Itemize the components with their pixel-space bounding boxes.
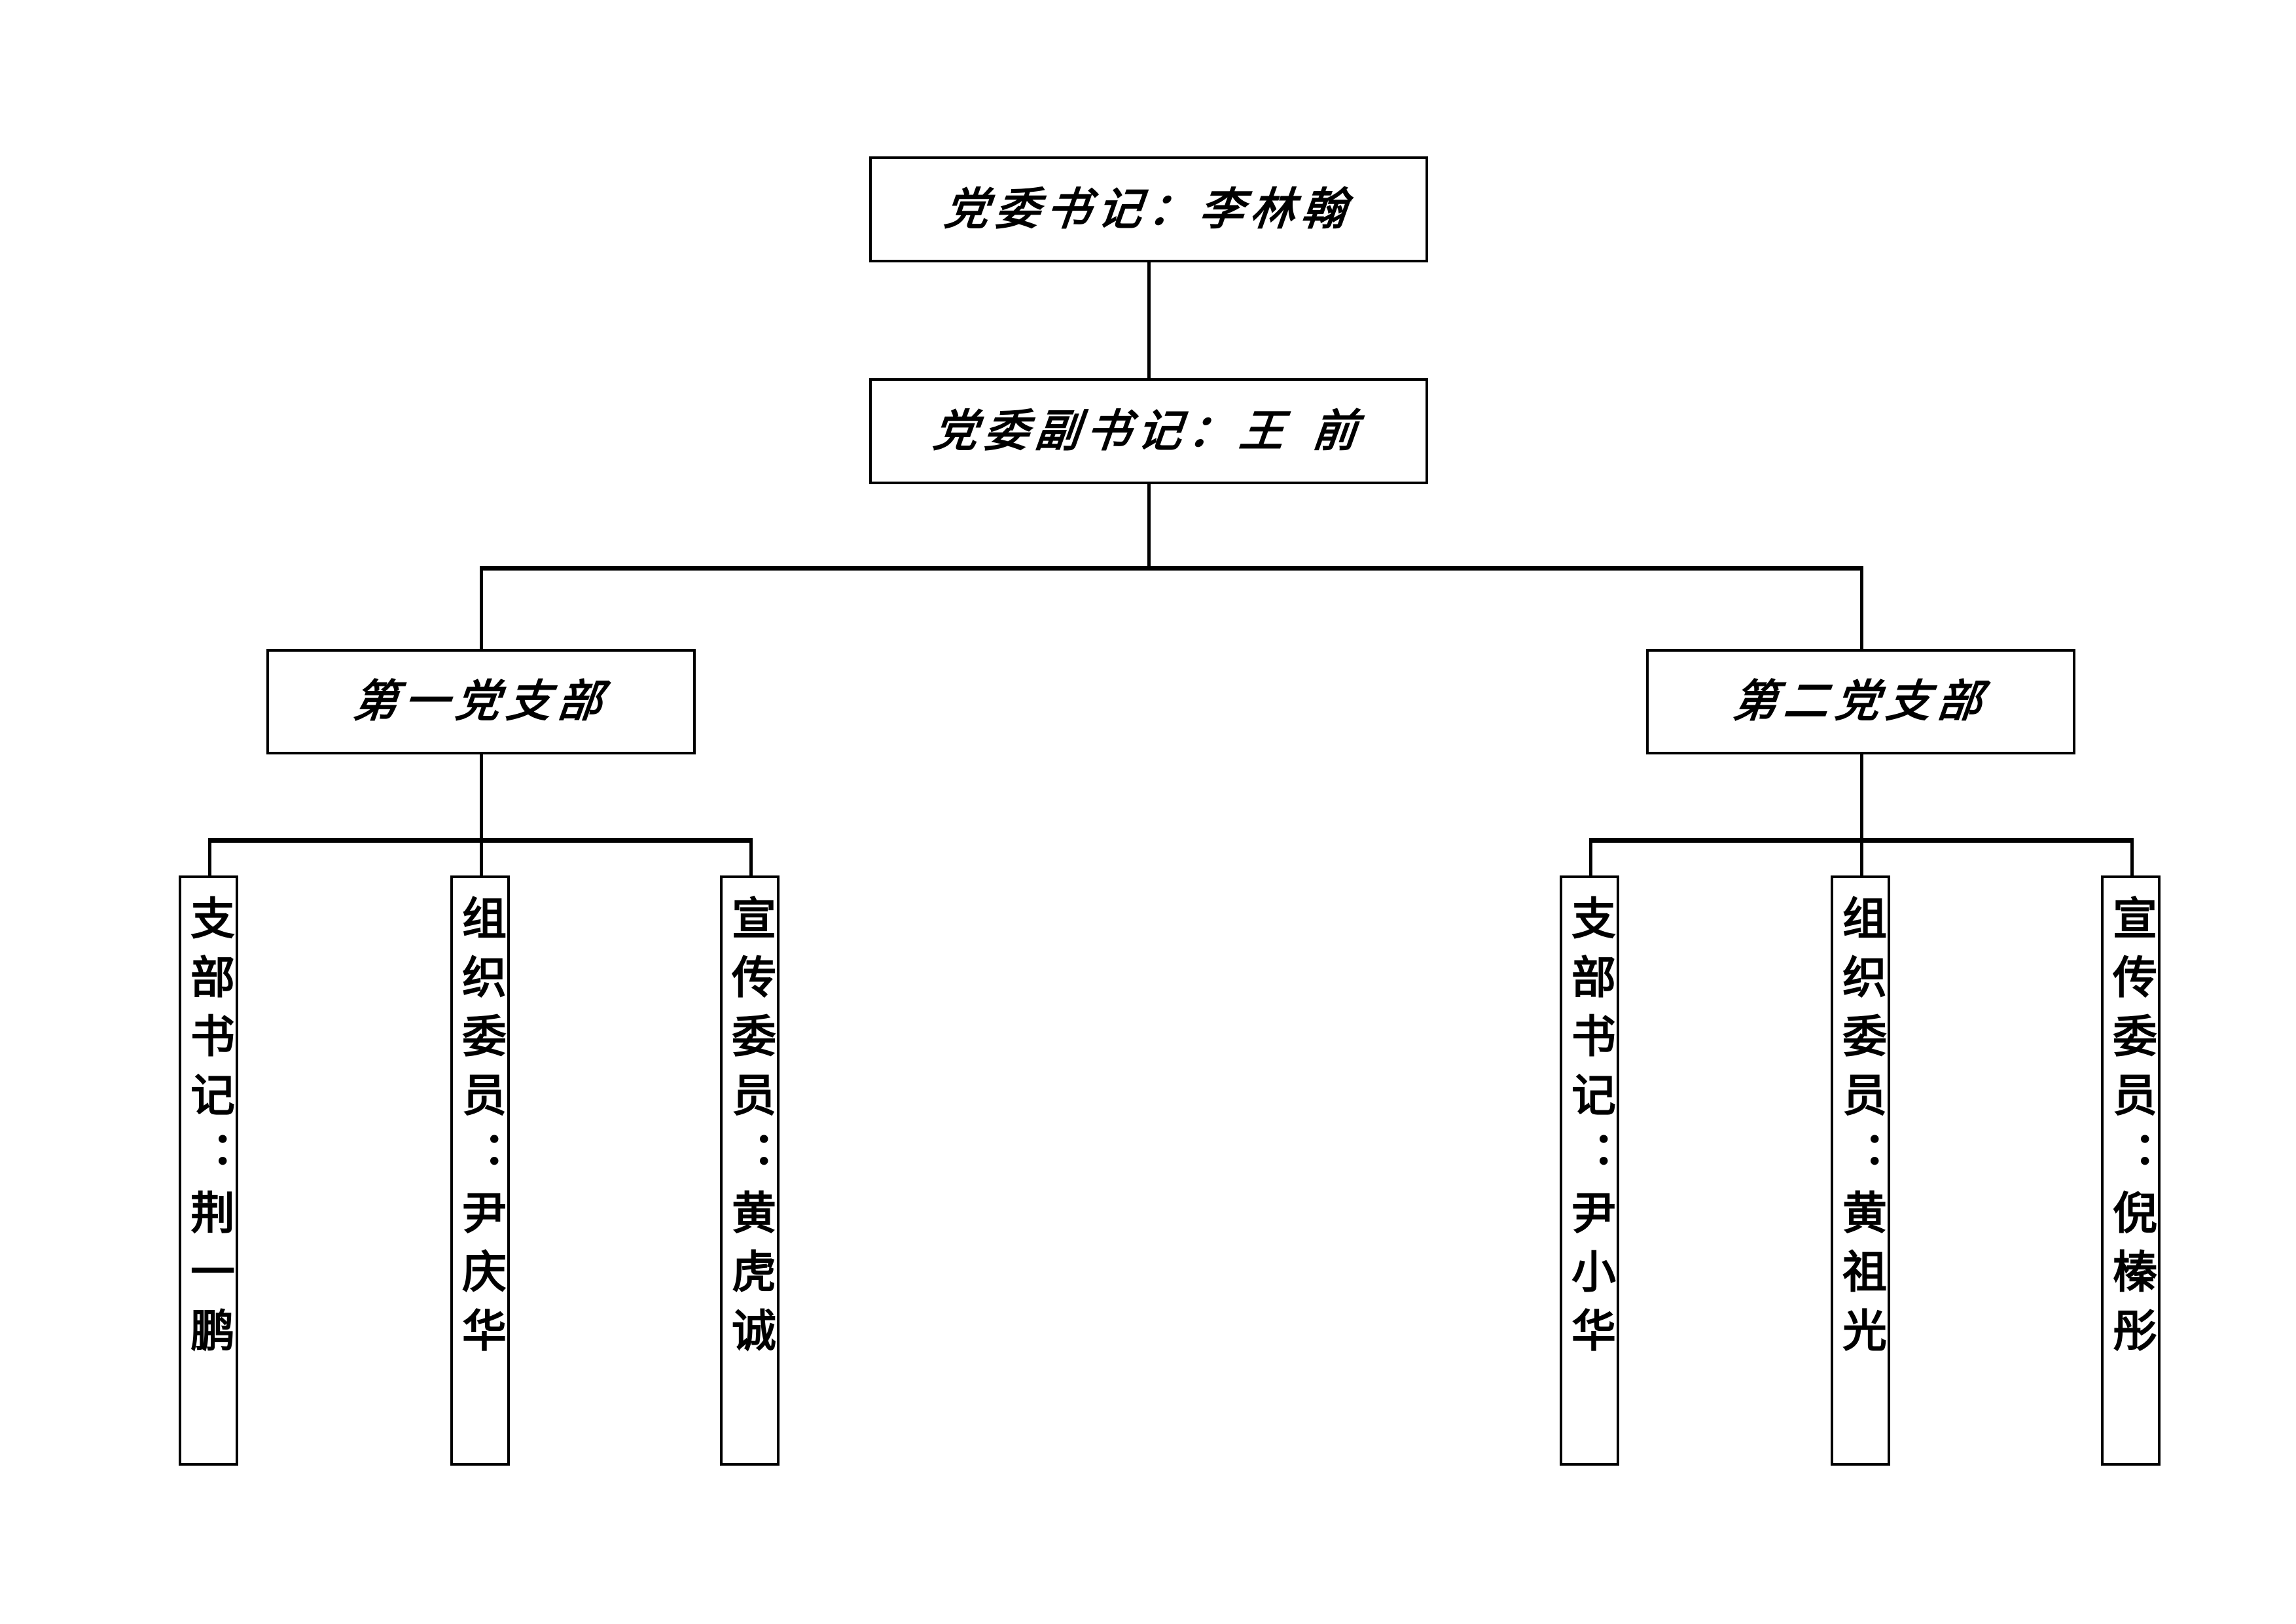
connector-branch1-to-member2 [480,838,483,876]
connector-branch2-to-member1 [1589,838,1592,876]
node-label-branch-two-organization-officer: 组织委员：黄祖光 [1834,895,1887,1366]
node-branch-one-secretary[interactable]: 支部书记：荆一鹏 [179,875,238,1466]
node-branch-one-publicity-officer[interactable]: 宣传委员：黄虎诚 [720,875,780,1466]
node-deputy-party-secretary[interactable]: 党委副书记：王 前 [869,378,1428,484]
node-branch-one-organization-officer[interactable]: 组织委员：尹庆华 [450,875,510,1466]
connector-branch1-to-member3 [749,838,753,876]
node-label-deputy-party-secretary: 党委副书记：王 前 [930,404,1367,457]
node-label-branch-one-publicity-officer: 宣传委员：黄虎诚 [723,895,776,1366]
connector-deputy-stem [1147,484,1151,571]
node-label-branch-two-publicity-officer: 宣传委员：倪榛彤 [2104,895,2157,1366]
node-branch-two[interactable]: 第二党支部 [1646,649,2075,754]
node-label-branch-one-organization-officer: 组织委员：尹庆华 [454,895,507,1366]
connector-branch2-to-member3 [2130,838,2134,876]
connector-bus-to-branch2 [1860,566,1863,649]
node-label-party-secretary: 党委书记：李林翰 [941,183,1356,236]
connector-bus-to-branch1 [480,566,483,649]
node-label-branch-one-secretary: 支部书记：荆一鹏 [182,895,235,1366]
connector-secretary-to-deputy [1147,262,1151,378]
connector-branch1-to-member1 [208,838,211,876]
node-label-branch-two-secretary: 支部书记：尹小华 [1563,895,1616,1366]
connector-branch1-stem [480,754,483,840]
node-party-secretary[interactable]: 党委书记：李林翰 [869,156,1428,262]
connector-branch2-to-member2 [1860,838,1863,876]
connector-branch-bus [481,566,1863,571]
connector-branch2-stem [1860,754,1863,840]
node-label-branch-one: 第一党支部 [350,675,612,728]
node-branch-two-publicity-officer[interactable]: 宣传委员：倪榛彤 [2101,875,2161,1466]
node-label-branch-two: 第二党支部 [1730,675,1992,728]
node-branch-one[interactable]: 第一党支部 [266,649,696,754]
node-branch-two-secretary[interactable]: 支部书记：尹小华 [1560,875,1619,1466]
node-branch-two-organization-officer[interactable]: 组织委员：黄祖光 [1831,875,1890,1466]
